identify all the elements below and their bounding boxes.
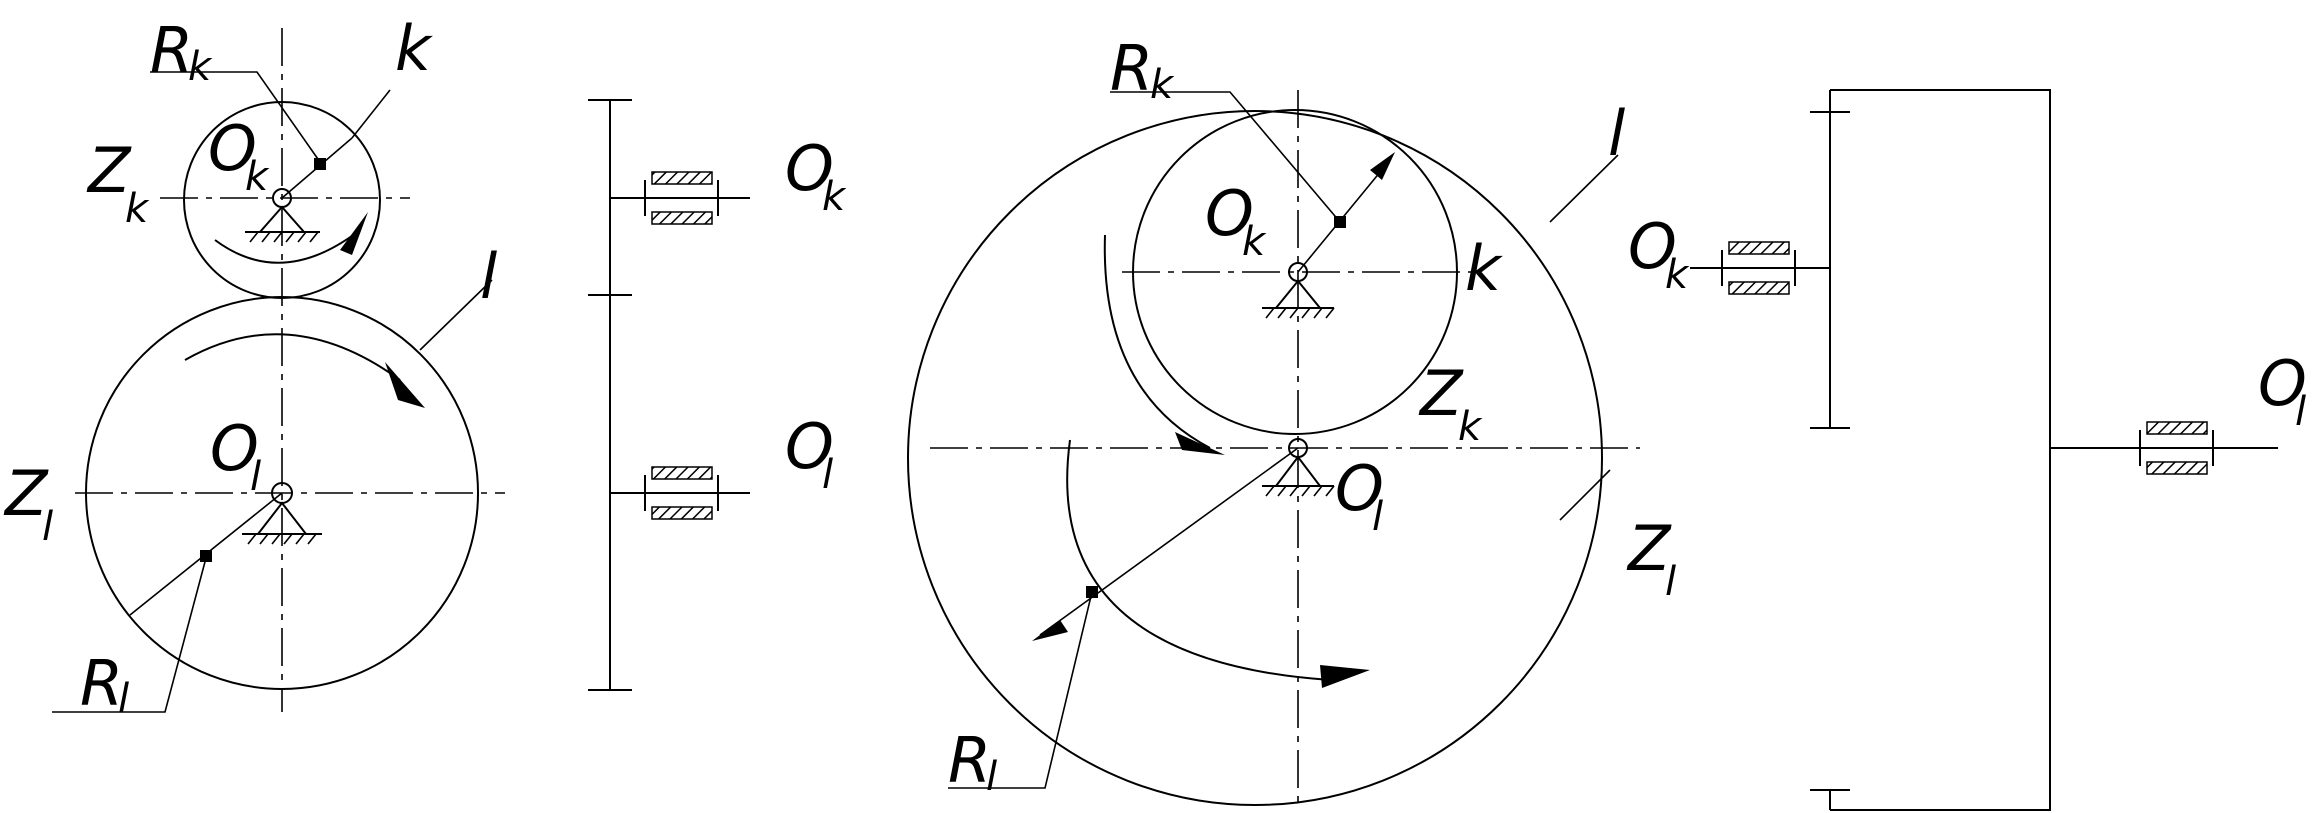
label-k: k [395,12,433,85]
leader-k [351,89,391,139]
shaft-label-Ol-right-sub: l [2295,389,2306,435]
rotation-arrow-k-arc [214,229,361,264]
label-Zl-sub: l [42,504,53,550]
leader-Rl [52,557,207,713]
bearing-k-bottom [651,211,713,225]
label-Zl-right-sub: l [1665,559,1676,605]
rotation-arrow-k-right-arc [1103,234,1211,449]
radius-k-marker [314,158,326,170]
label-Ol-right-sub: l [1372,494,1383,540]
ring-carrier-frame [1830,89,2051,811]
rotation-arrow-l-arc [184,333,401,381]
label-Rl-right-sub: l [986,754,997,800]
rotation-arrow-l-right-arc [1066,439,1331,681]
leader-l [419,279,493,351]
label-Zk-sub: k [125,186,150,232]
label-Rk-right-sub: k [1150,62,1175,108]
label-Rk-sub: k [188,44,213,90]
bearing-l-right-bottom [2146,461,2208,475]
label-Rl-right: R [948,724,991,797]
radius-k-right-arrowhead [1370,152,1395,180]
leader-Rk [150,71,321,163]
label-Rk: R [150,14,193,87]
radius-l-right-line [1039,447,1299,636]
ground-l-right-hatch [1265,485,1335,497]
rotation-arrow-l-right-head [1320,665,1370,688]
bearing-l-top [651,466,713,480]
label-Zl: Z [3,457,49,530]
label-l-right: l [1608,97,1625,170]
ring-gear-l-circle [907,110,1603,806]
shaft-label-Ol-right: O [2258,347,2307,420]
shaft-label-Ok-sub: k [822,174,847,220]
label-Zk-right: Z [1418,357,1464,430]
leader-Rl-right [948,591,1093,789]
shaft-label-Ok: O [785,132,834,205]
bearing-l-right-top [2146,421,2208,435]
bearing-k-right-top [1728,241,1790,255]
label-Rl: R [80,647,123,720]
label-Ol: O [210,412,259,485]
label-Zl-right: Z [1626,512,1672,585]
label-Rl-sub: l [118,676,129,722]
radius-l-marker [200,550,212,562]
bearing-k-right-bottom [1728,281,1790,295]
right-internal-gears: R k l O k k Z k O l Z l R l [907,32,1676,808]
bearing-k-top [651,171,713,185]
ground-l-hatch [247,533,317,545]
label-l: l [480,240,497,313]
shaft-label-Ol-sub: l [822,452,833,498]
leader-Zl-right [1559,469,1611,521]
rotation-arrow-l-head [385,362,425,408]
shaft-label-Ok-right: O [1628,210,1677,283]
label-Ol-sub: l [250,454,261,500]
left-shaft-schematic: O k O l [588,99,847,691]
radius-l-right-arrowhead [1032,620,1068,641]
label-Ok-right-sub: k [1242,219,1267,265]
ground-k-right-hatch [1265,307,1335,319]
label-k-right: k [1465,232,1503,305]
left-external-gears: R k k Z k O k l O l Z l R l [3,12,505,722]
leader-l-right [1549,154,1619,223]
bearing-l-bottom [651,506,713,520]
shaft-label-Ol: O [785,410,834,483]
label-Rk-right: R [1110,32,1153,105]
shaft-label-Ok-right-sub: k [1665,252,1690,298]
label-Ok: O [208,112,257,185]
rotation-arrow-k-right-head [1175,432,1225,455]
label-Ok-sub: k [245,154,270,200]
label-Zk-right-sub: k [1458,404,1483,450]
ground-k-hatch [249,231,319,243]
rotation-arrow-k-head [340,212,368,255]
label-Ok-right: O [1205,177,1254,250]
label-Zk: Z [86,134,132,207]
right-shaft-schematic: O k O l [1628,89,2307,811]
leader-Rk-right [1110,91,1341,223]
label-Ol-right: O [1335,452,1384,525]
